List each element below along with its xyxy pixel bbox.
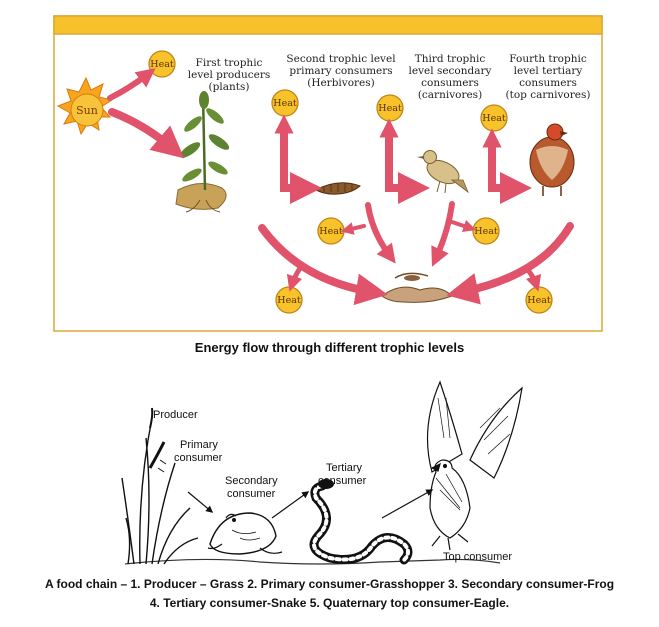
snake-icon <box>309 479 413 565</box>
svg-text:Fourth trophic: Fourth trophic <box>509 53 587 65</box>
arrow-sun-to-heat <box>107 68 156 101</box>
svg-text:Heat: Heat <box>378 103 402 114</box>
svg-text:Heat: Heat <box>527 295 551 306</box>
arrow-heat-branch-left <box>286 265 303 292</box>
heat-icon: Heat <box>480 104 508 132</box>
grass-icon <box>121 407 199 565</box>
svg-text:(carnivores): (carnivores) <box>418 89 482 101</box>
sun-icon: Sun <box>56 76 114 136</box>
level-label-4: Fourth trophic level tertiary consumers … <box>506 53 591 101</box>
svg-text:(top carnivores): (top carnivores) <box>506 89 591 101</box>
caterpillar-icon <box>314 182 361 195</box>
svg-text:consumers: consumers <box>421 77 479 89</box>
arrow-snake-to-eagle <box>381 489 434 519</box>
arrow-herbivore-to-decomposer <box>365 202 396 264</box>
svg-text:consumers: consumers <box>519 77 577 89</box>
label-producer: Producer <box>153 409 198 421</box>
svg-text:Third trophic: Third trophic <box>415 53 486 65</box>
heat-icon: Heat <box>376 94 404 122</box>
caption-energy-flow: Energy flow through different trophic le… <box>194 340 465 355</box>
hawk-icon <box>529 123 575 196</box>
plant-icon <box>175 91 230 213</box>
heat-icon: Heat <box>472 217 500 245</box>
svg-text:primary consumers: primary consumers <box>289 65 392 77</box>
heat-icon: Heat <box>148 50 176 78</box>
arrow-heat-branch-right <box>525 267 542 292</box>
level-label-1: First trophic level producers (plants) <box>188 57 270 93</box>
level-label-2: Second trophic level primary consumers (… <box>286 53 396 89</box>
grasshopper-icon <box>148 441 167 473</box>
label-tertiary-1: Tertiary <box>326 462 363 474</box>
arrow-carnivore-to-decomposer <box>431 201 455 267</box>
ground <box>124 558 501 565</box>
label-primary-2: consumer <box>174 452 223 464</box>
svg-text:Heat: Heat <box>150 59 174 70</box>
arrow-frog-to-snake <box>271 491 310 519</box>
svg-text:level tertiary: level tertiary <box>514 65 583 77</box>
svg-text:(Herbivores): (Herbivores) <box>307 77 375 89</box>
svg-text:Second trophic level: Second trophic level <box>286 53 396 65</box>
svg-text:Heat: Heat <box>273 98 297 109</box>
arrow-plant-to-decomposer <box>258 224 388 306</box>
caption-food-chain-2: 4. Tertiary consumer-Snake 5. Quaternary… <box>149 596 510 610</box>
svg-text:level producers: level producers <box>188 69 270 81</box>
label-primary-1: Primary <box>180 439 218 451</box>
arrow-heat-branch-carn <box>450 219 477 233</box>
bird-icon <box>417 150 469 194</box>
sun-label: Sun <box>76 104 98 117</box>
heat-icon: Heat <box>271 89 299 117</box>
arrow-heat-branch-herb <box>340 222 366 235</box>
svg-text:Heat: Heat <box>474 226 498 237</box>
frog-icon <box>207 512 283 555</box>
food-chain-diagram: Producer Primary consumer Secondary cons… <box>121 380 523 565</box>
label-tertiary-2: consumer <box>318 475 367 487</box>
svg-text:Heat: Heat <box>319 226 343 237</box>
svg-text:(plants): (plants) <box>209 81 250 93</box>
heat-icon: Heat <box>317 217 345 245</box>
energy-flow-diagram: Sun Heat Heat Heat Heat Heat Heat Heat H… <box>53 15 603 332</box>
svg-text:Heat: Heat <box>277 295 301 306</box>
arrow-grass-to-frog <box>187 491 214 513</box>
svg-text:Heat: Heat <box>482 113 506 124</box>
label-secondary-1: Secondary <box>225 475 278 487</box>
label-top: Top consumer <box>443 551 512 563</box>
level-label-3: Third trophic level secondary consumers … <box>409 53 492 101</box>
svg-text:First trophic: First trophic <box>196 57 263 69</box>
arrow-sun-to-plant <box>108 108 185 159</box>
eagle-icon <box>426 380 523 551</box>
svg-text:level secondary: level secondary <box>409 65 492 77</box>
heat-icon: Heat <box>275 286 303 314</box>
caption-food-chain-1: A food chain – 1. Producer – Grass 2. Pr… <box>44 577 615 591</box>
banner <box>53 15 603 35</box>
label-secondary-2: consumer <box>227 488 276 500</box>
heat-icon: Heat <box>525 286 553 314</box>
